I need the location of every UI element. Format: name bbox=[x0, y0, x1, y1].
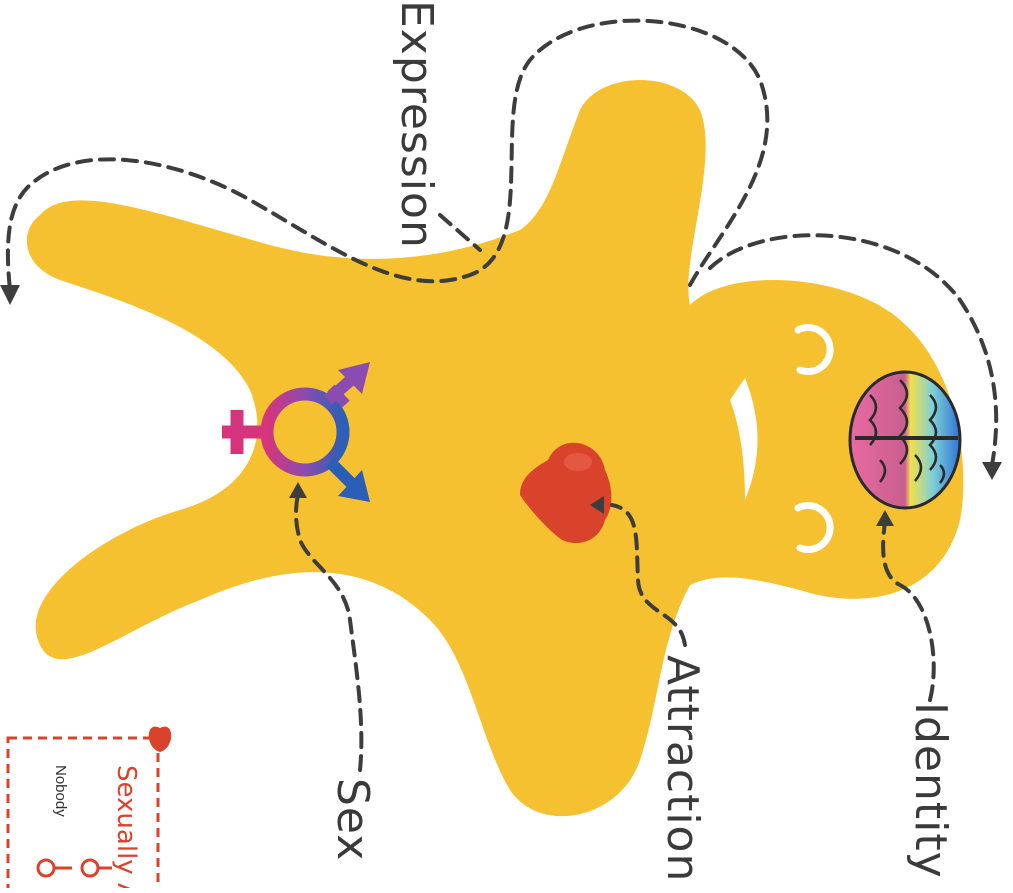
person-body bbox=[27, 80, 964, 816]
label-expression: Expression bbox=[391, 0, 442, 249]
gingerbread-person bbox=[27, 80, 964, 816]
label-sex: Sex bbox=[327, 778, 378, 861]
label-attraction: Attraction bbox=[657, 655, 708, 882]
attraction-legend: Sexually A Nobody bbox=[8, 727, 171, 888]
legend-heading: Sexually A bbox=[111, 765, 141, 888]
legend-heart-icon bbox=[149, 727, 172, 752]
brain-icon bbox=[850, 372, 960, 508]
legend-scale-icon bbox=[38, 860, 112, 876]
legend-item-nobody: Nobody bbox=[52, 765, 69, 817]
label-identity: Identity bbox=[905, 702, 956, 879]
